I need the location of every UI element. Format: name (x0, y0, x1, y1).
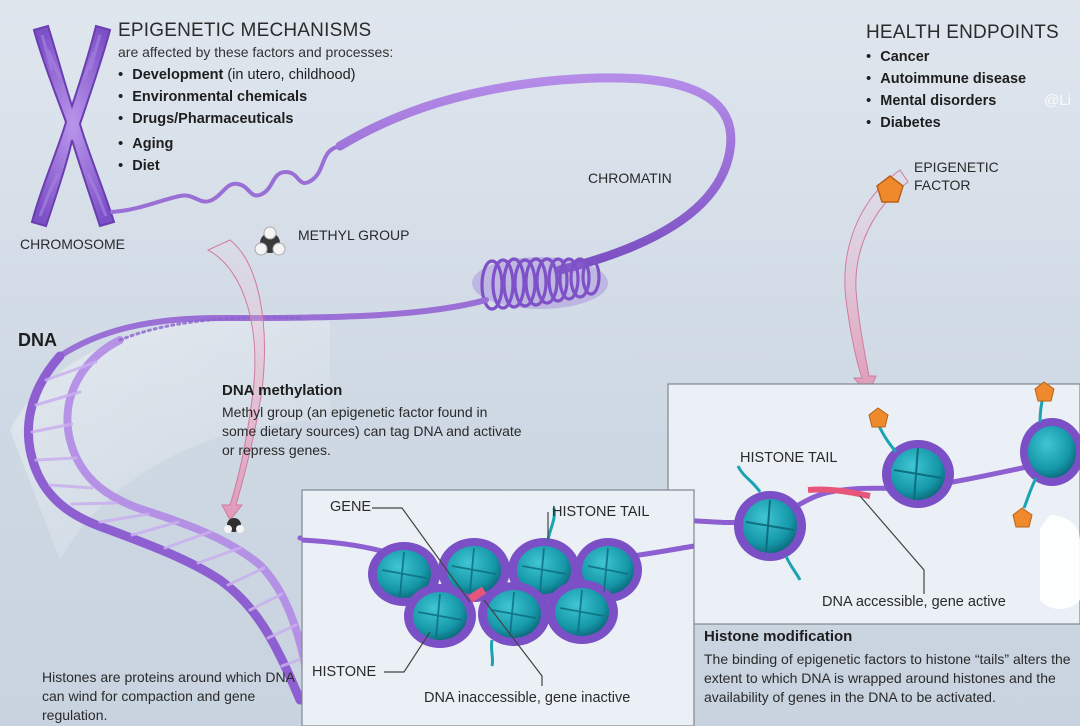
modification-text: The binding of epigenetic factors to his… (704, 651, 1071, 705)
leader-lines-left (372, 507, 549, 686)
dna-inaccessible-label: DNA inaccessible, gene inactive (424, 690, 631, 706)
epigenetic-factor-pentagon (876, 175, 904, 203)
chromatin-to-dna (57, 297, 489, 359)
corner-overlay (1040, 515, 1080, 609)
modification-title: Histone modification (704, 628, 853, 645)
chromosome-label: CHROMOSOME (20, 236, 125, 252)
nucleosome-open-2 (868, 407, 954, 508)
methylation-title: DNA methylation (222, 382, 343, 399)
histones-note: Histones are proteins around which DNA c… (42, 669, 295, 723)
dna-accessible-label: DNA accessible, gene active (822, 594, 1006, 610)
dna-label: DNA (18, 330, 57, 350)
methyl-group-molecule (254, 226, 286, 256)
histone-tail-label-left: HISTONE TAIL (552, 504, 650, 520)
health-item: Diabetes (866, 112, 1026, 134)
nucleosome-open-3 (1012, 381, 1080, 528)
health-item: Mental disorders (866, 90, 1026, 112)
histone-tail-label-right: HISTONE TAIL (740, 450, 838, 466)
mechanism-item: Aging (118, 133, 356, 155)
chromosome (30, 24, 116, 228)
methyl-tag-on-dna (224, 518, 244, 533)
nucleosome-compact-cluster (368, 507, 642, 667)
factor-arrow (844, 169, 909, 395)
epigenetic-factor-label: EPIGENETIC FACTOR (914, 159, 999, 193)
dna-helix (23, 316, 314, 705)
gene-label: GENE (330, 499, 372, 515)
methyl-group-label: METHYL GROUP (298, 227, 410, 243)
mechanisms-title: EPIGENETIC MECHANISMS (118, 20, 372, 41)
mechanism-item: Diet (118, 155, 356, 177)
mechanism-item: Environmental chemicals (118, 86, 356, 108)
health-item: Cancer (866, 46, 1026, 68)
mechanisms-subtitle: are affected by these factors and proces… (118, 44, 394, 60)
health-item: Autoimmune disease (866, 68, 1026, 90)
dna-glow (10, 314, 330, 560)
methylation-text: Methyl group (an epigenetic factor found… (222, 404, 522, 458)
watermark: @Li (1044, 92, 1071, 109)
nucleosome-open-1 (734, 465, 806, 581)
chromatin-label: CHROMATIN (588, 170, 672, 186)
mechanism-item: Drugs/Pharmaceuticals (118, 108, 356, 130)
mechanisms-list: Development (in utero, childhood) Enviro… (118, 64, 356, 177)
histone-label: HISTONE (312, 664, 377, 680)
accessible-gene-mark (807, 486, 871, 499)
chromatin-coil (472, 257, 608, 311)
chromatin-strand-thin (110, 144, 342, 214)
mechanism-item: Development (in utero, childhood) (118, 64, 355, 86)
health-list: Cancer Autoimmune disease Mental disorde… (866, 46, 1026, 134)
chromatin-strand-loop (335, 73, 736, 275)
health-title: HEALTH ENDPOINTS (866, 22, 1059, 43)
